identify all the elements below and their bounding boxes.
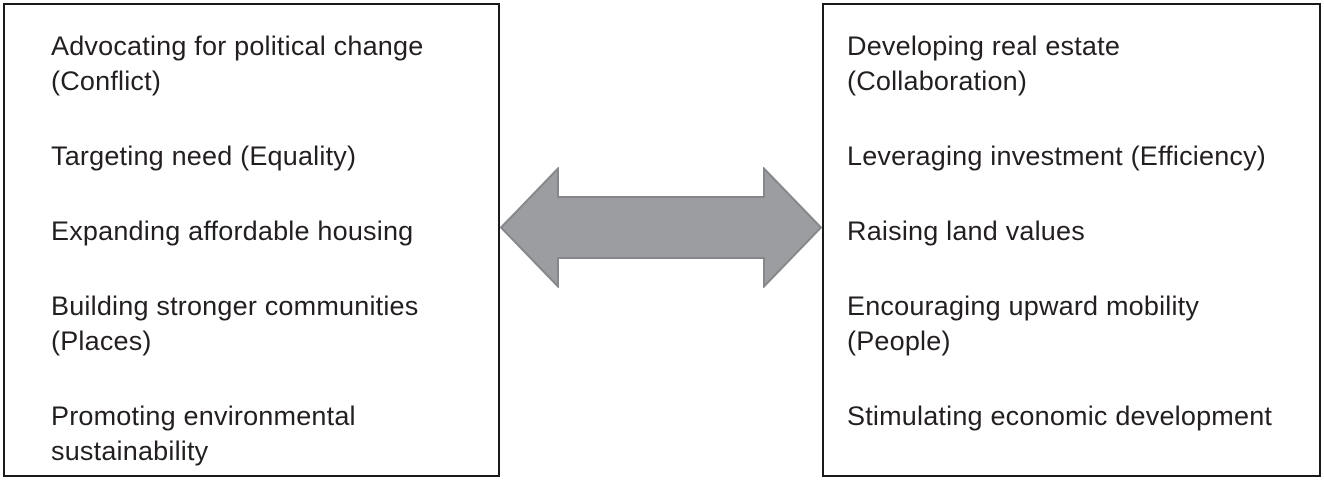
list-item: Building stronger communities (Places) — [51, 291, 419, 356]
right-box: Developing real estate (Collaboration) L… — [822, 3, 1321, 477]
list-item: Promoting environmental sustainability — [51, 401, 356, 466]
list-item: Raising land values — [847, 216, 1085, 246]
double-arrow-icon — [500, 167, 822, 288]
double-arrow — [500, 167, 822, 288]
list-item: Targeting need (Equality) — [51, 141, 357, 171]
double-arrow-shape — [500, 167, 822, 288]
list-item: Leveraging investment (Efficiency) — [847, 141, 1266, 171]
list-item: Stimulating economic development — [847, 401, 1273, 431]
list-item: Advocating for political change (Conflic… — [51, 31, 424, 96]
list-item: Encouraging upward mobility (People) — [847, 291, 1200, 356]
list-item: Developing real estate (Collaboration) — [847, 31, 1121, 96]
left-box: Advocating for political change (Conflic… — [3, 3, 500, 477]
list-item: Expanding affordable housing — [51, 216, 414, 246]
